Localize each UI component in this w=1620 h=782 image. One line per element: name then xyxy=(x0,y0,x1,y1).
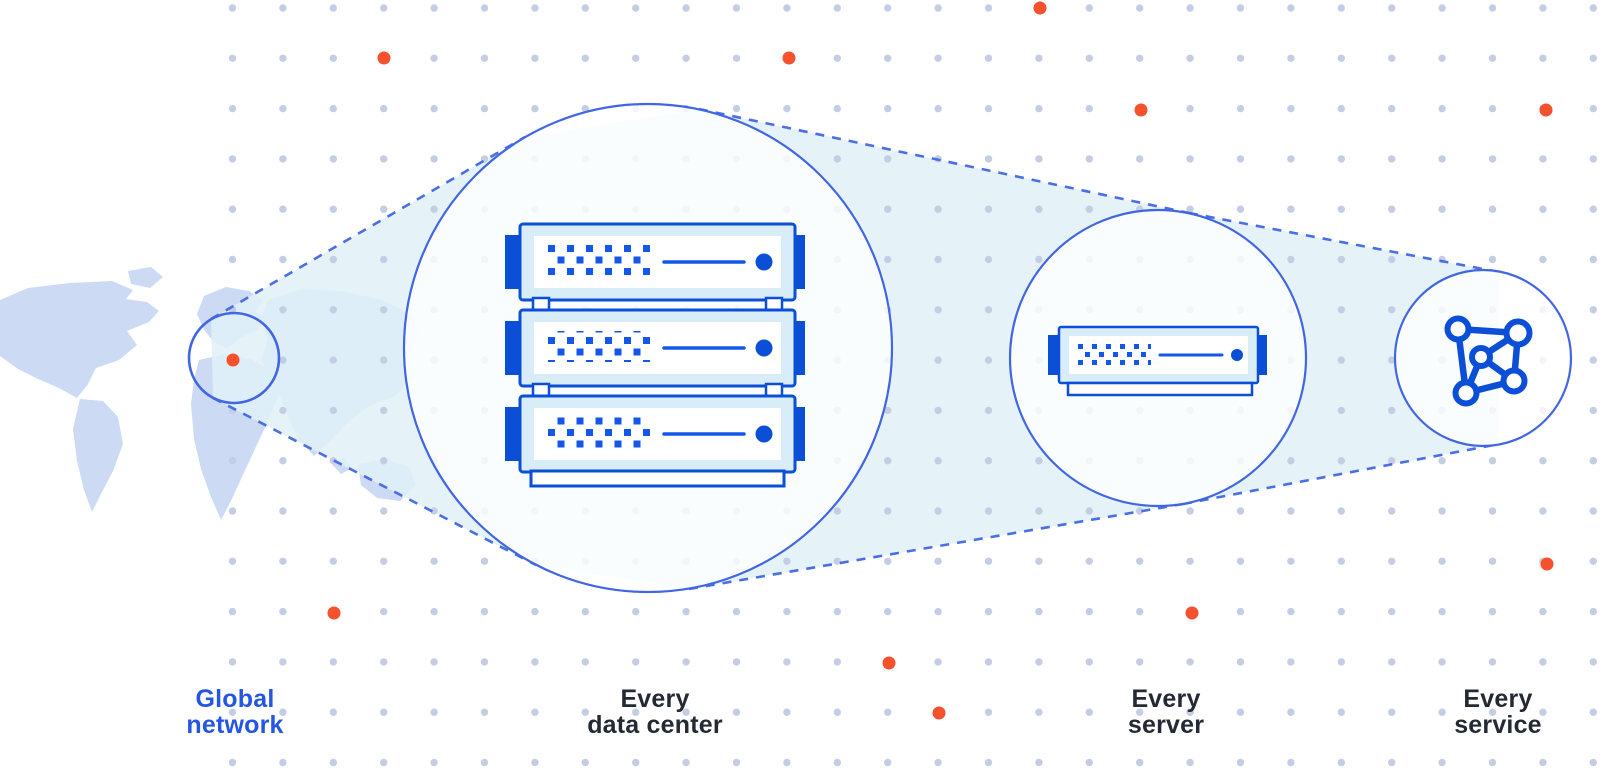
globe-highlight-circle xyxy=(187,311,281,405)
accent-dots xyxy=(226,1,1554,720)
server-rack-icon xyxy=(505,222,805,488)
data-center-circle xyxy=(402,102,894,594)
server-icon xyxy=(1048,325,1267,397)
network-mesh-icon xyxy=(1444,315,1533,407)
service-circle xyxy=(1393,268,1573,448)
label-global-network: Global network xyxy=(186,685,284,739)
server-circle xyxy=(1008,208,1308,508)
label-every-service: Every service xyxy=(1454,685,1542,739)
label-every-data-center: Every data center xyxy=(587,685,723,739)
zoom-dashed-lines xyxy=(210,107,1500,591)
label-every-server: Every server xyxy=(1127,685,1205,739)
